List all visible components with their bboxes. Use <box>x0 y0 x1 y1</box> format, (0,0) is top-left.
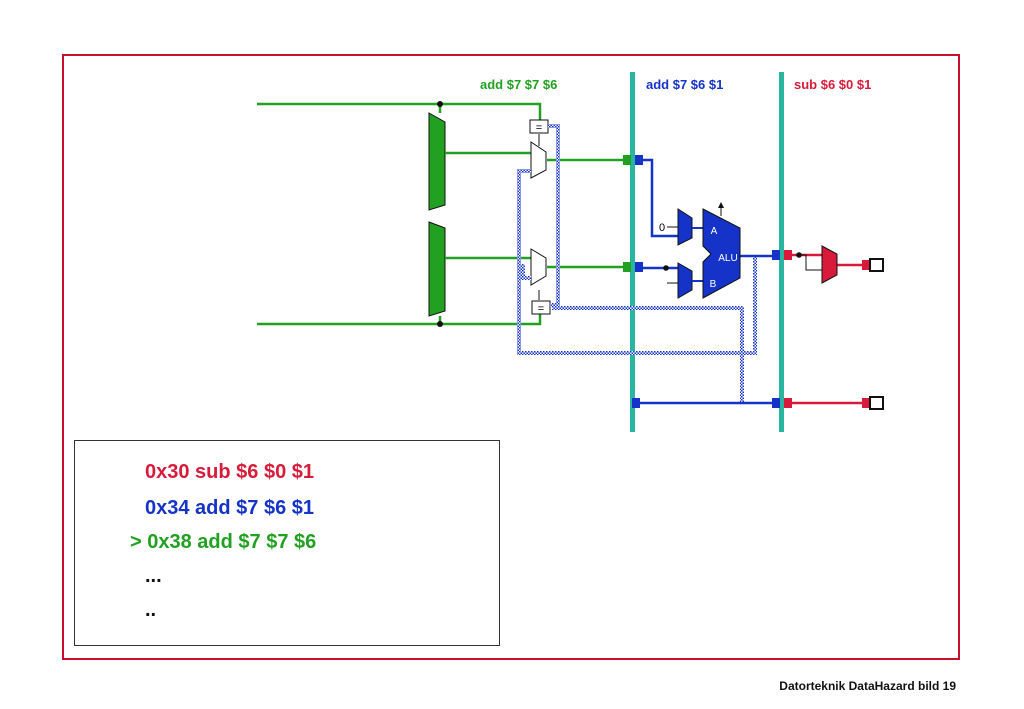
stage-label-wb: sub $6 $0 $1 <box>794 77 872 92</box>
forward-mux-a <box>530 141 547 179</box>
instruction-listing: 0x30 sub $6 $0 $1 0x34 add $7 $6 $1 > 0x… <box>74 440 500 646</box>
compare-label-top: = <box>536 122 542 134</box>
alu-label: ALU <box>718 253 737 264</box>
alu-input-a-label: A <box>711 226 718 237</box>
latch-green-bottom <box>623 262 631 272</box>
compare-label-bottom: = <box>538 303 544 315</box>
slide-frame <box>62 54 960 660</box>
stage-label-ex: add $7 $7 $6 <box>480 77 558 92</box>
stage-label-mem: add $7 $6 $1 <box>646 77 724 92</box>
slide-footer: Datorteknik DataHazard bild 19 <box>779 679 956 693</box>
code-line-ellipsis-2: .. <box>145 599 157 621</box>
latch-red-alu-out <box>784 250 792 260</box>
latch-green-top <box>623 155 631 165</box>
latch-blue-top <box>635 155 643 165</box>
code-line-sub: 0x30 sub $6 $0 $1 <box>145 461 315 483</box>
latch-blue-dest <box>632 398 640 408</box>
zero-constant-label: 0 <box>659 222 665 234</box>
writeback-dest-port <box>869 396 884 410</box>
blue-wires <box>640 158 772 405</box>
pipeline-register-ex-mem <box>630 72 635 432</box>
pipeline-register-mem-wb <box>779 72 784 432</box>
register-read-port-b <box>428 221 446 317</box>
latch-blue-dest-wb <box>772 398 780 408</box>
latch-blue-bottom <box>635 262 643 272</box>
alu-mux-a <box>677 208 693 246</box>
writeback-data-terminal <box>862 260 870 270</box>
writeback-mux <box>821 245 838 284</box>
latch-blue-alu-out <box>772 250 780 260</box>
alu-input-b-label: B <box>710 279 717 290</box>
forwarding-buses <box>517 124 757 403</box>
writeback-dest-terminal <box>862 398 870 408</box>
code-line-add-1: 0x34 add $7 $6 $1 <box>145 497 315 519</box>
latch-red-dest-wb <box>784 398 792 408</box>
alu-mux-b <box>677 262 693 299</box>
alu <box>702 208 741 299</box>
register-read-port-a <box>428 112 446 211</box>
writeback-data-port <box>869 258 884 272</box>
code-line-ellipsis-1: ... <box>145 565 162 587</box>
forward-mux-b <box>530 248 547 286</box>
compare-box-bottom <box>531 300 551 315</box>
code-line-add-current: > 0x38 add $7 $7 $6 <box>130 531 317 553</box>
